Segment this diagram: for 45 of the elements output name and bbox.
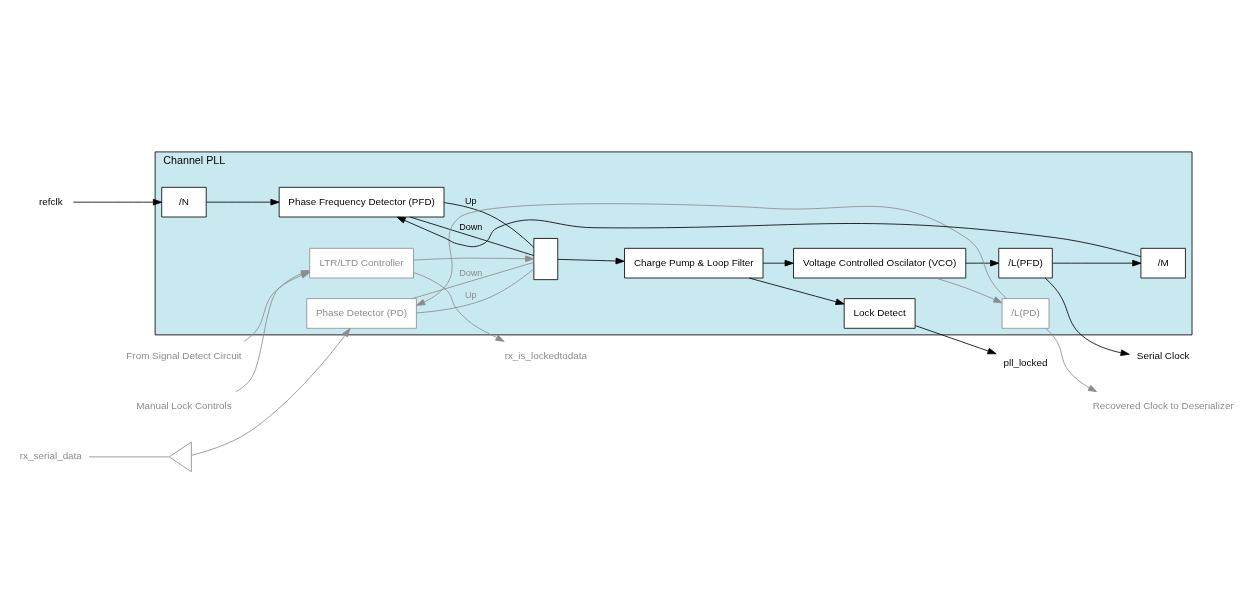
node-box: Phase Frequency Detector (PFD) — [278, 186, 445, 217]
node-text: Serial Clock — [1136, 349, 1190, 361]
node-trapezoid — [533, 237, 559, 280]
arrow — [416, 202, 1007, 306]
node-box: LTR/LTD Controller — [309, 247, 414, 278]
arrow — [396, 216, 1142, 257]
edge-label: Up — [465, 289, 477, 300]
arrow — [1045, 327, 1098, 392]
connector — [411, 261, 535, 299]
node-text: Manual Lock Controls — [136, 399, 232, 411]
arrow — [413, 271, 505, 342]
node-box: /N — [161, 186, 207, 217]
edge-label: Down — [459, 267, 483, 278]
arrow — [914, 324, 997, 354]
arrow — [935, 277, 1003, 303]
node-box: Lock Detect — [843, 297, 916, 329]
arrow — [191, 327, 351, 456]
node-triangle — [168, 441, 192, 472]
connector — [409, 216, 535, 256]
node-text: Recovered Clock to Deserializer — [1092, 399, 1234, 411]
arrow — [72, 198, 163, 205]
connector — [416, 268, 535, 313]
arrow — [748, 277, 845, 305]
connector — [88, 455, 170, 457]
arrow — [762, 259, 794, 266]
node-text: rx_is_lockedtodata — [504, 349, 587, 361]
arrow — [1044, 277, 1130, 356]
node-box: /L(PD) — [1001, 297, 1050, 329]
node-text: refclk — [39, 195, 63, 207]
arrow — [413, 254, 535, 262]
node-box: Voltage Controlled Oscilator (VCO) — [793, 247, 967, 278]
arrow — [205, 198, 280, 205]
edge-label: Down — [459, 221, 483, 232]
arrow — [557, 257, 625, 264]
node-text: rx_serial_data — [19, 449, 82, 461]
edge-label: Up — [465, 195, 477, 206]
node-box: Phase Detector (PD) — [306, 297, 417, 329]
node-text: From Signal Detect Circuit — [126, 349, 242, 361]
node-box: /M — [1140, 247, 1186, 278]
arrow — [965, 259, 1000, 266]
node-box: /L(PFD) — [998, 247, 1053, 278]
arrow — [1052, 259, 1142, 266]
node-text: pll_locked — [1003, 356, 1048, 368]
connector — [443, 201, 535, 248]
node-box: Charge Pump & Loop Filter — [624, 247, 764, 278]
